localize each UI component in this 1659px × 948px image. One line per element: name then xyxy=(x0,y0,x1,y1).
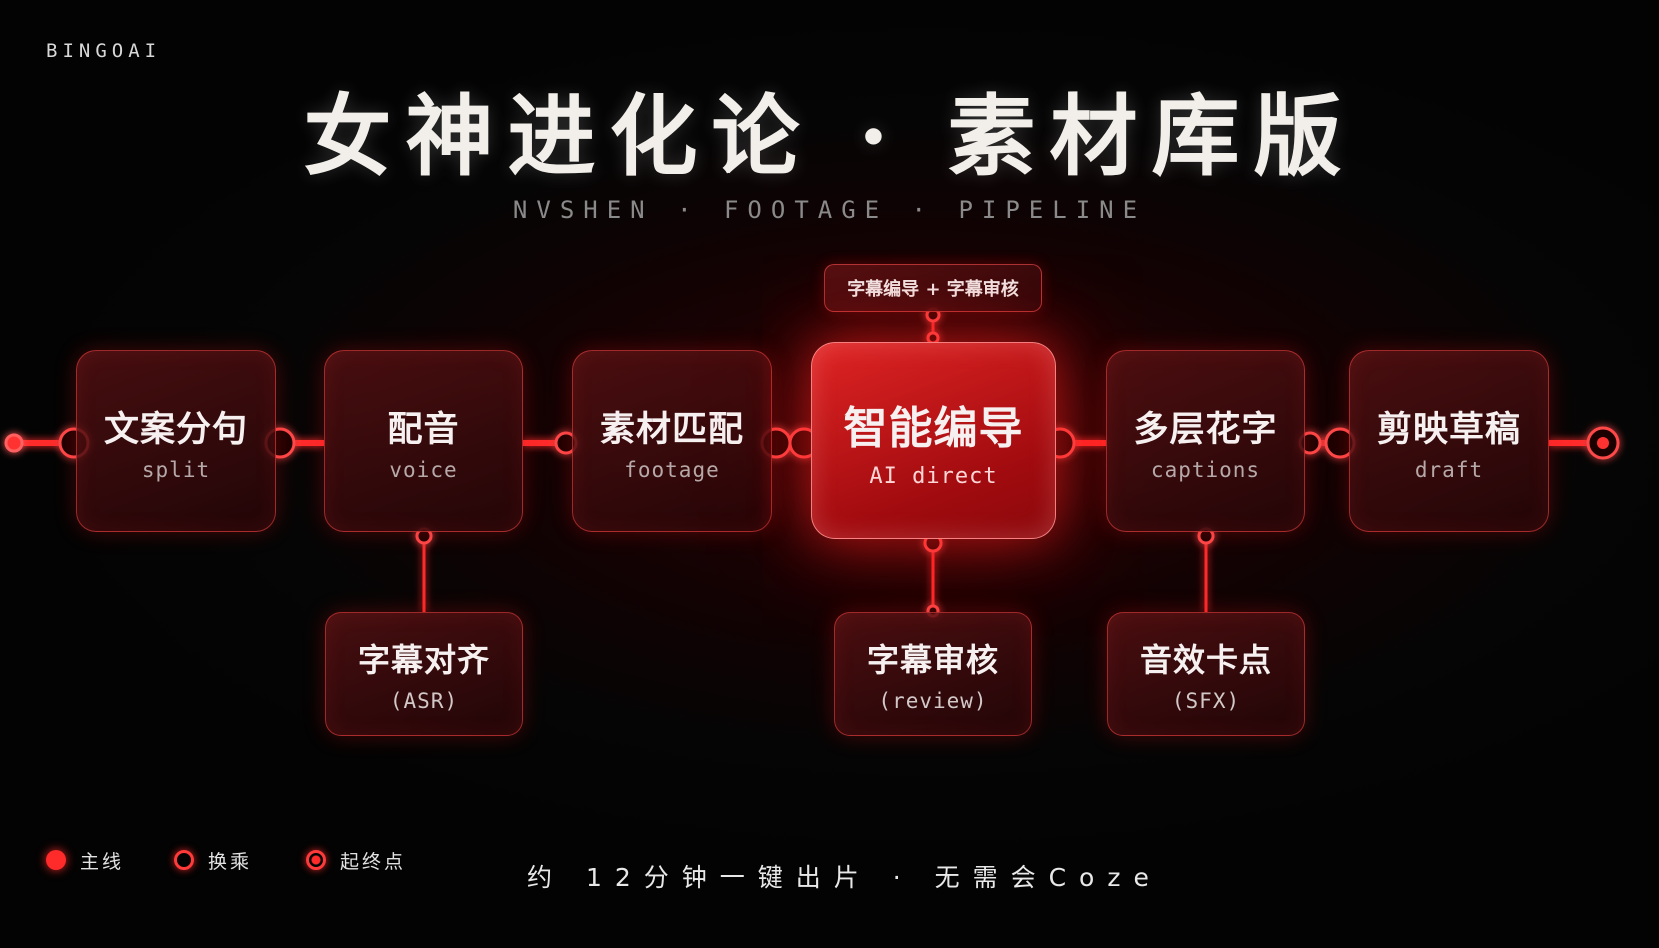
legend-transfer: 换乘 xyxy=(174,848,253,873)
legend-main-line: 主线 xyxy=(46,848,125,873)
target-dot-icon xyxy=(306,850,326,870)
node-draft: 剪映草稿 draft xyxy=(1349,350,1549,532)
node-review-subtitle: (review) xyxy=(878,689,988,713)
node-draft-title: 剪映草稿 xyxy=(1376,409,1521,450)
node-captions-title: 多层花字 xyxy=(1133,409,1278,450)
page-title: 女神进化论 · 素材库版 xyxy=(303,84,1356,188)
node-review-title: 字幕审核 xyxy=(866,641,999,679)
brand-logo: BINGOAI xyxy=(46,40,162,62)
legend-terminal-label: 起终点 xyxy=(340,850,407,873)
ring-dot-icon xyxy=(174,850,194,870)
node-voice: 配音 voice xyxy=(324,350,523,532)
legend-main-line-label: 主线 xyxy=(80,850,125,873)
node-ai-direct-subtitle: AI direct xyxy=(869,464,998,489)
node-asr: 字幕对齐 (ASR) xyxy=(325,612,523,736)
node-footage-title: 素材匹配 xyxy=(599,409,744,450)
node-split-subtitle: split xyxy=(141,457,211,482)
node-sfx-subtitle: (SFX) xyxy=(1171,689,1241,713)
node-review: 字幕审核 (review) xyxy=(834,612,1032,736)
node-captions-subtitle: captions xyxy=(1150,457,1261,482)
legend-terminal: 起终点 xyxy=(306,848,407,873)
node-draft-subtitle: draft xyxy=(1414,457,1484,482)
footer-tagline: 约 12分钟一键出片 · 无需会Coze xyxy=(527,863,1162,892)
node-asr-subtitle: (ASR) xyxy=(389,689,459,713)
node-captions: 多层花字 captions xyxy=(1106,350,1305,532)
node-split: 文案分句 split xyxy=(76,350,276,532)
node-ai-direct-title: 智能编导 xyxy=(843,403,1024,454)
node-split-title: 文案分句 xyxy=(103,409,248,450)
legend-transfer-label: 换乘 xyxy=(208,850,253,873)
terminal-dot-end xyxy=(1597,437,1609,449)
terminal-dot-start xyxy=(4,433,24,453)
node-sfx: 音效卡点 (SFX) xyxy=(1107,612,1305,736)
node-voice-title: 配音 xyxy=(387,409,460,450)
node-footage-subtitle: footage xyxy=(624,457,720,482)
top-tag: 字幕编导 + 字幕审核 xyxy=(824,264,1042,312)
node-footage: 素材匹配 footage xyxy=(572,350,772,532)
filled-dot-icon xyxy=(46,850,66,870)
node-voice-subtitle: voice xyxy=(389,457,458,482)
page-subtitle: NVSHEN · FOOTAGE · PIPELINE xyxy=(512,196,1147,224)
node-sfx-title: 音效卡点 xyxy=(1139,641,1272,679)
node-ai-direct: 智能编导 AI direct xyxy=(811,342,1056,539)
node-asr-title: 字幕对齐 xyxy=(357,641,490,679)
